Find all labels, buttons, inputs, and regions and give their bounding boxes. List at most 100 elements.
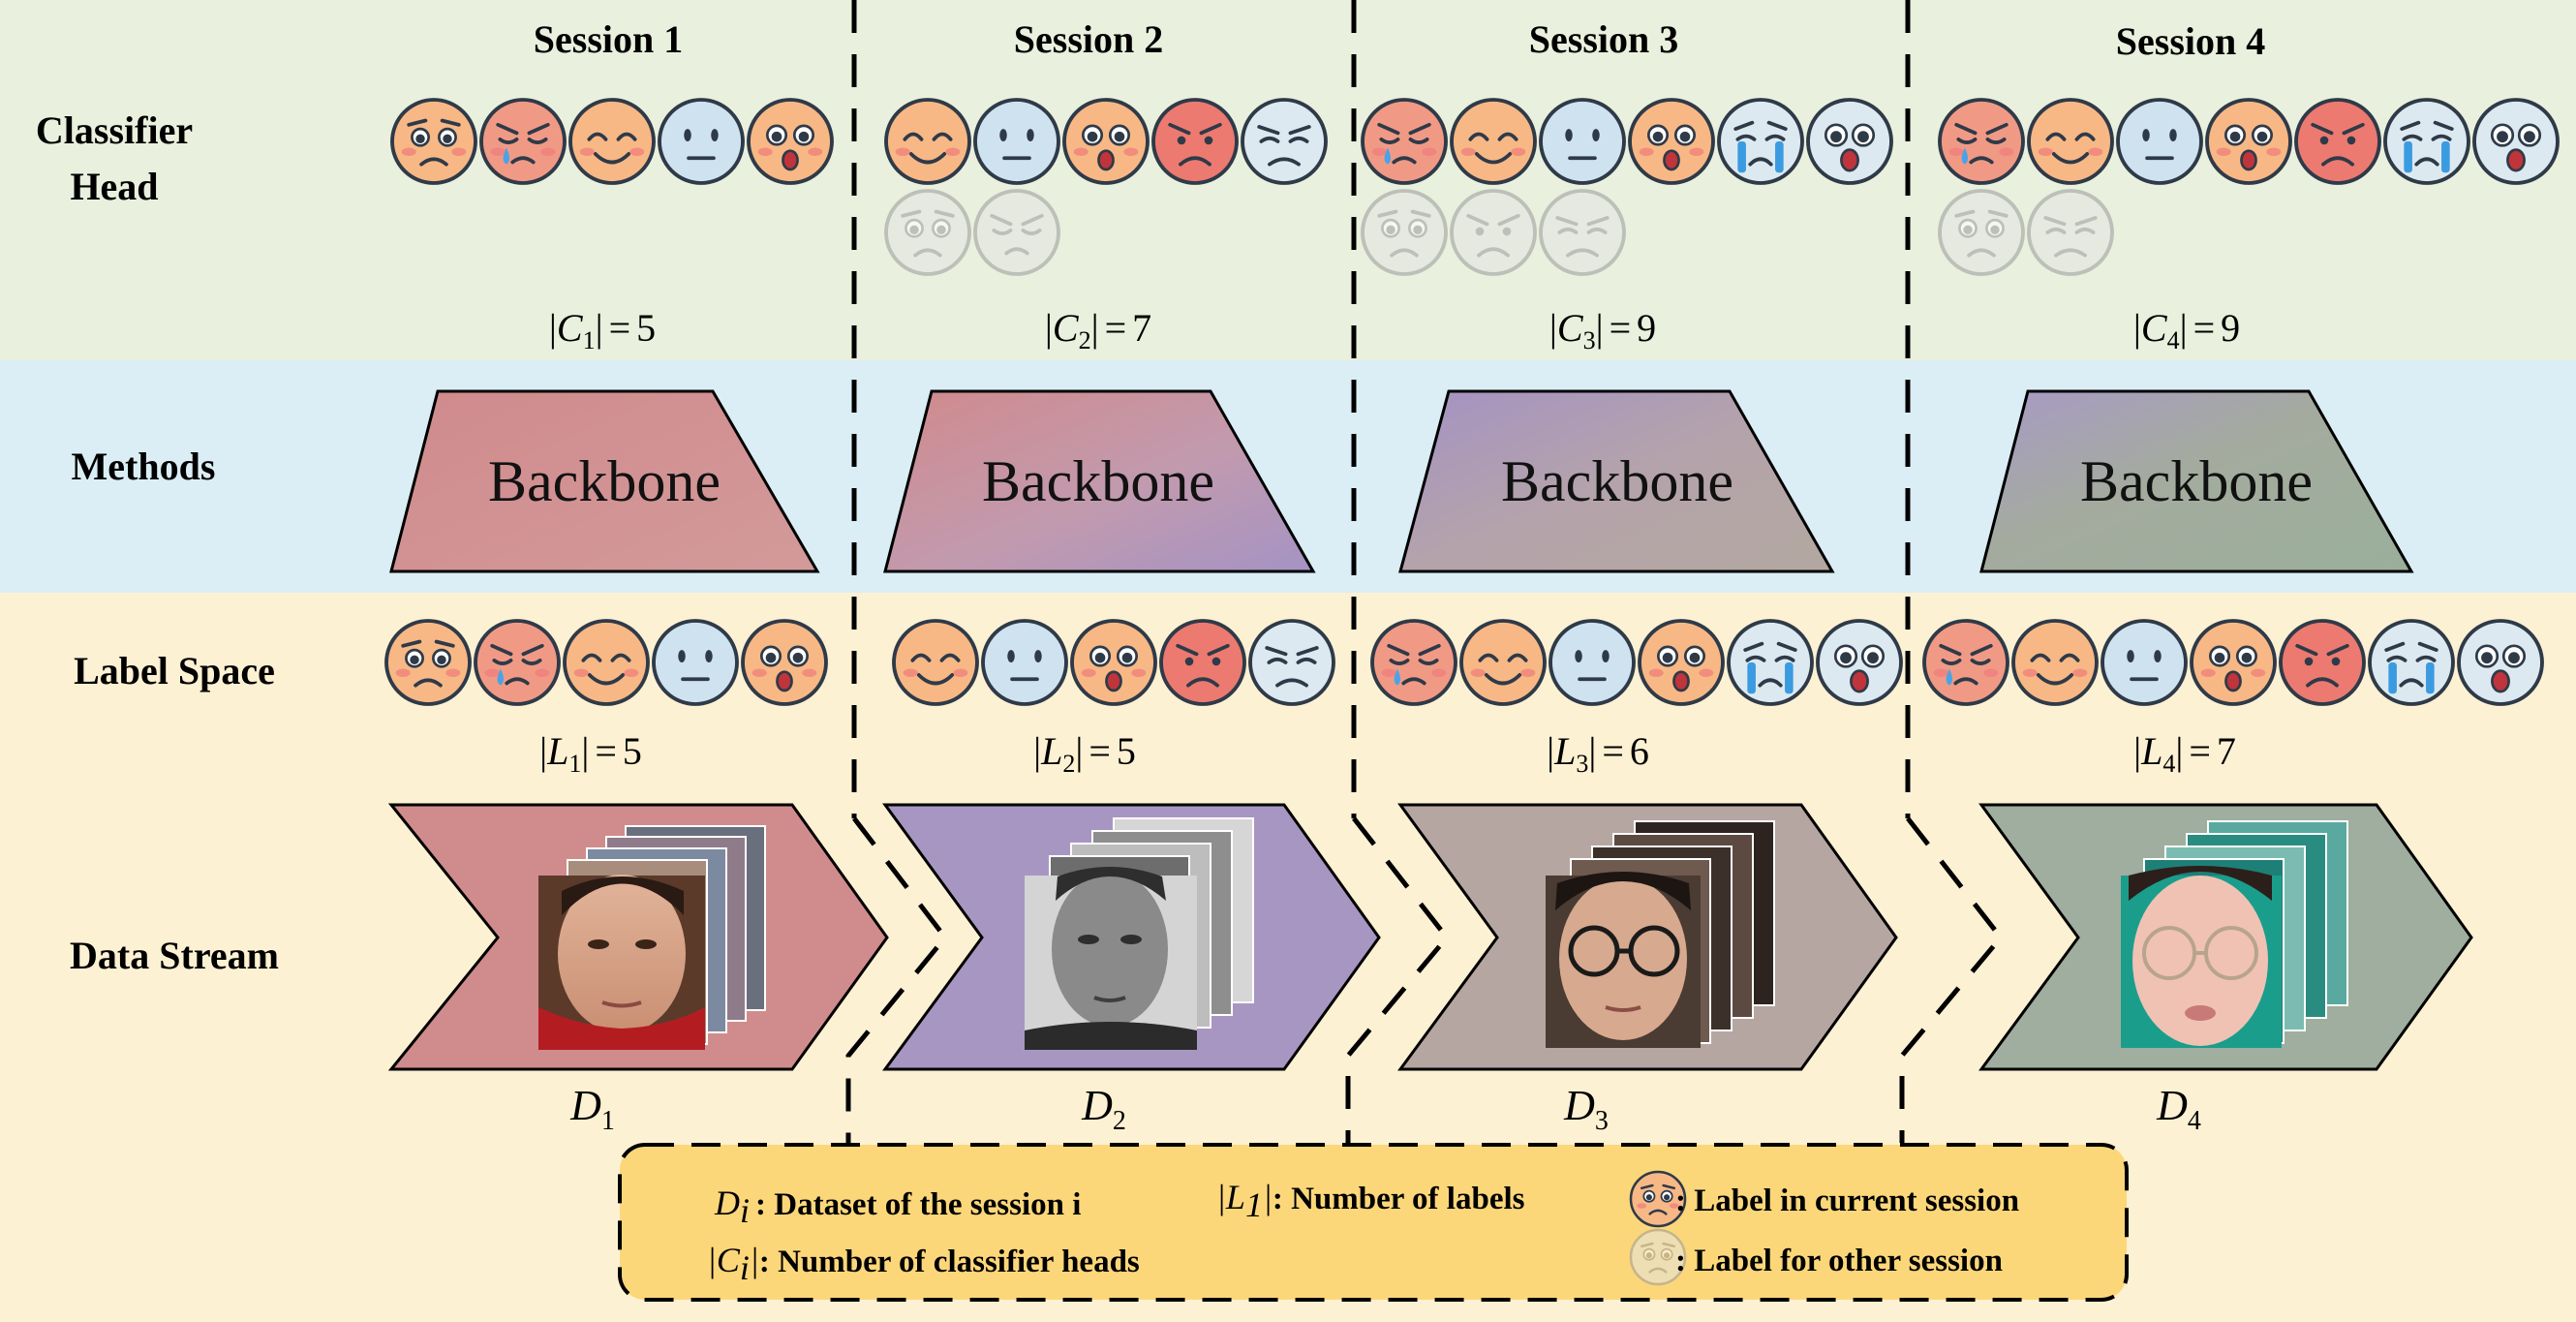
angry-crying-emoji-icon [1370,619,1457,706]
surprised-emoji-icon [1062,98,1150,185]
session-titles: Session 1 Session 2 Session 3 Session 4 [534,17,2266,63]
fearful-emoji-icon [390,98,477,185]
classifier-head-emojis-4 [1938,98,2560,276]
label-space-emojis-1 [384,619,828,706]
dataset-labels: D1 D2 D3 D4 [569,1082,2201,1136]
neutral-emoji-icon [1539,98,1626,185]
angry-emoji-icon [1450,189,1537,276]
happy-emoji-icon [1450,98,1537,185]
surprised-emoji-icon [1638,619,1725,706]
neutral-emoji-icon [652,619,739,706]
surprised-emoji-icon [2190,619,2277,706]
row-label-data-stream: Data Stream [70,934,279,977]
surprised-emoji-icon [2205,98,2292,185]
disgusted-emoji-icon [1241,98,1328,185]
happy-emoji-icon [884,98,971,185]
angry-crying-emoji-icon [973,189,1060,276]
sad-crying-emoji-icon [2383,98,2470,185]
fearful-emoji-icon [884,189,971,276]
neutral-emoji-icon [973,98,1060,185]
angry-emoji-icon [2294,98,2381,185]
angry-emoji-icon [2279,619,2366,706]
row-label-classifier-line1: Classifier [36,108,193,152]
label-space-emojis-2 [892,619,1335,706]
separator-3-zigzag [1899,816,2005,1143]
angry-emoji-icon [1159,619,1246,706]
sad-crying-emoji-icon [1727,619,1814,706]
row-label-methods: Methods [72,445,216,488]
face-stack-1 [538,825,766,1050]
disgusted-emoji-icon [1539,189,1626,276]
neutral-emoji-icon [658,98,745,185]
dataset-label-4: D4 [2156,1082,2201,1136]
fearful-emoji-icon [384,619,472,706]
fearful-emoji-icon [1629,1170,1687,1228]
fearful-emoji-icon [1361,189,1448,276]
separator-2-zigzag [1345,816,1451,1143]
legend-dataset: Di: Dataset of the session i [714,1184,1081,1230]
backbone-3: Backbone [1398,389,1835,573]
shocked-emoji-icon [1816,619,1903,706]
shocked-emoji-icon [2472,98,2560,185]
backbone-label-2: Backbone [982,449,1214,513]
angry-crying-emoji-icon [1938,98,2025,185]
session-title-4: Session 4 [2116,19,2266,63]
neutral-emoji-icon [2101,619,2188,706]
neutral-emoji-icon [1549,619,1636,706]
label-space-emojis-3 [1370,619,1903,706]
happy-emoji-icon [563,619,650,706]
sad-crying-emoji-icon [2368,619,2455,706]
head-counts: |C1|=5 |C2|=7 |C3|=9 |C4|=9 [549,306,2240,354]
backbone-label-1: Backbone [488,449,721,513]
head-count-2: |C2|=7 [1045,306,1151,354]
happy-emoji-icon [1459,619,1547,706]
data-stream-3 [1397,803,1898,1071]
angry-crying-emoji-icon [479,98,567,185]
face-stack-2 [1025,817,1254,1050]
sad-crying-emoji-icon [1717,98,1804,185]
classifier-head-emojis-1 [390,98,834,185]
row-labels: Classifier Head Methods Label Space Data… [36,108,279,977]
shocked-emoji-icon [2457,619,2544,706]
row-label-classifier-line2: Head [70,165,158,208]
legend-heads: |Ci|: Number of classifier heads [707,1241,1140,1287]
session-separators [845,0,2005,1143]
angry-crying-emoji-icon [474,619,561,706]
classifier-head-emojis-2 [884,98,1328,276]
legend-other: : Label for other session [1675,1244,2003,1278]
disgusted-emoji-icon [2027,189,2114,276]
session-title-1: Session 1 [534,17,684,61]
data-stream-2 [882,803,1381,1071]
row-label-label-space: Label Space [74,649,275,692]
legend-current: : Label in current session [1675,1184,2019,1218]
neutral-emoji-icon [981,619,1068,706]
backbone-label-4: Backbone [2080,449,2313,513]
session-title-3: Session 3 [1529,17,1679,61]
fearful-emoji-icon [1629,1228,1687,1286]
backbone-1: Backbone [389,389,820,573]
happy-emoji-icon [568,98,656,185]
legend-emoji-current [1629,1170,1687,1228]
angry-crying-emoji-icon [1361,98,1448,185]
label-space-emojis-4 [1922,619,2544,706]
backbone-label-3: Backbone [1501,449,1733,513]
backbone-2: Backbone [883,389,1316,573]
face-stack-4 [2121,820,2348,1048]
dataset-label-3: D3 [1563,1082,1609,1136]
fearful-emoji-icon [1938,189,2025,276]
head-count-3: |C3|=9 [1549,306,1656,354]
surprised-emoji-icon [1628,98,1715,185]
face-stack-3 [1546,820,1775,1048]
head-count-4: |C4|=9 [2133,306,2240,354]
legend-labels: |L1|: Number of labels [1216,1178,1525,1224]
data-stream-4 [1978,803,2473,1071]
angry-emoji-icon [1151,98,1239,185]
angry-crying-emoji-icon [1922,619,2009,706]
backbone-4: Backbone [1979,389,2414,573]
legend-emoji-other [1629,1228,1687,1286]
dataset-label-2: D2 [1081,1082,1126,1136]
classifier-head-emojis-3 [1361,98,1893,276]
surprised-emoji-icon [1070,619,1157,706]
surprised-emoji-icon [747,98,834,185]
head-count-1: |C1|=5 [549,306,656,354]
